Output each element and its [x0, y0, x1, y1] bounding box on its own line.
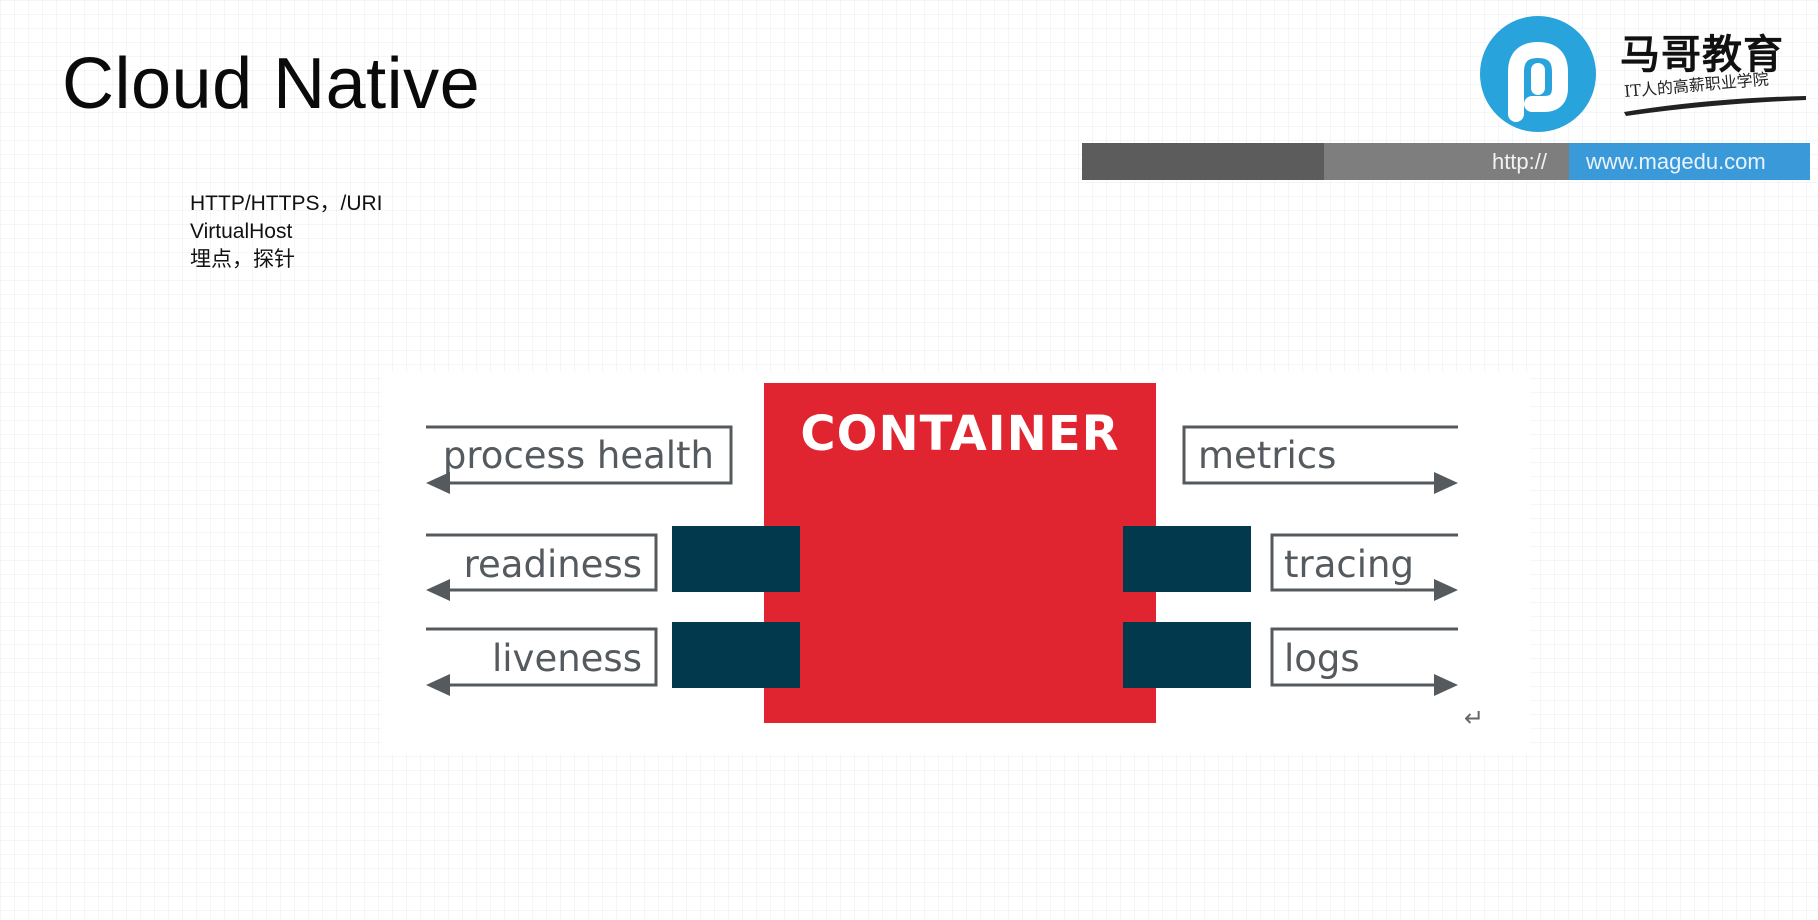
slide-title: Cloud Native [62, 44, 481, 124]
process-health-probe: process health [426, 425, 733, 494]
process-health-label: process health [443, 434, 714, 477]
liveness-label: liveness [492, 637, 642, 680]
brand-name: 马哥教育 [1620, 32, 1784, 78]
notes-list: HTTP/HTTPS，/URI VirtualHost 埋点，探针 [190, 190, 383, 274]
metrics-output: metrics [1182, 425, 1458, 494]
url-bar: http:// www.magedu.com [1082, 143, 1810, 180]
magedu-logo-icon [1480, 16, 1596, 132]
readiness-port [672, 526, 800, 592]
tracing-label: tracing [1284, 543, 1414, 586]
url-bar-link-segment[interactable]: www.magedu.com [1569, 143, 1810, 180]
logs-output: logs [1270, 627, 1458, 696]
container-probes-diagram: .ln { fill: none; stroke: #545a5e; strok… [426, 383, 1458, 723]
container-block [764, 383, 1156, 723]
url-link[interactable]: www.magedu.com [1586, 149, 1766, 174]
logs-port [1123, 622, 1251, 688]
note-line: HTTP/HTTPS，/URI [190, 192, 383, 215]
return-icon: ↵ [1464, 704, 1485, 732]
slogan-underline-stroke [1624, 96, 1806, 116]
brand-logo: 马哥教育 IT人的高薪职业学院 [1470, 8, 1810, 138]
url-prefix: http:// [1491, 149, 1547, 174]
metrics-label: metrics [1198, 434, 1336, 477]
tracing-output: tracing [1270, 533, 1458, 601]
url-bar-dark-segment [1082, 143, 1324, 180]
url-bar-prefix-segment: http:// [1324, 143, 1569, 180]
note-line: VirtualHost [190, 220, 293, 243]
container-label: CONTAINER [800, 406, 1119, 462]
tracing-port [1123, 526, 1251, 592]
readiness-probe: readiness [426, 533, 658, 601]
liveness-port [672, 622, 800, 688]
readiness-label: readiness [464, 543, 642, 586]
liveness-probe: liveness [426, 627, 658, 696]
note-line: 埋点，探针 [190, 248, 295, 271]
logs-label: logs [1284, 637, 1360, 680]
